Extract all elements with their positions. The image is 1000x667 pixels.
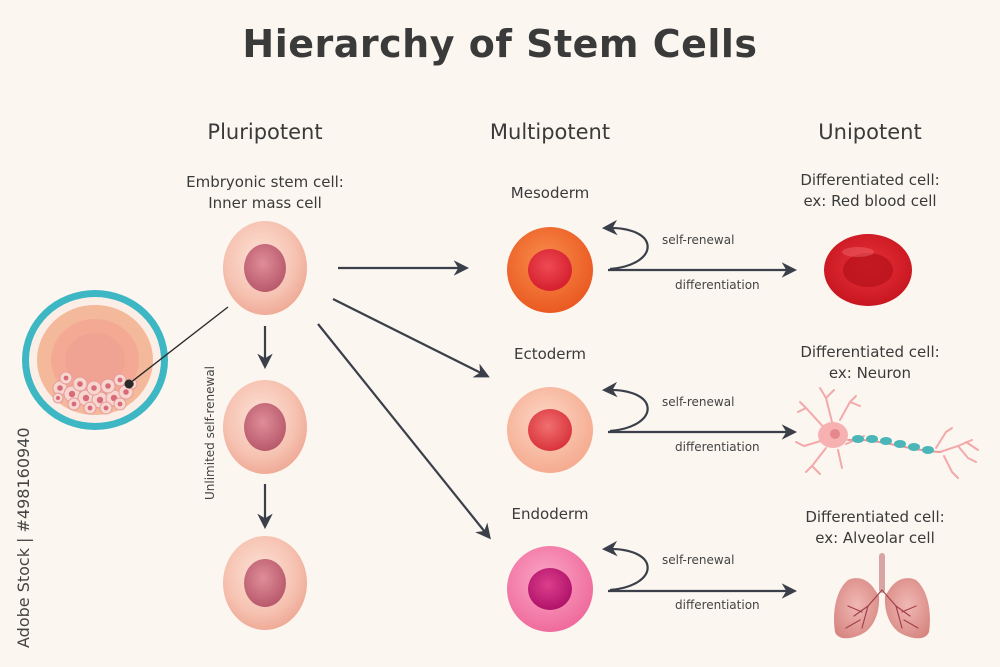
endoderm-arrows (601, 540, 798, 599)
column-heading-multipotent: Multipotent (489, 120, 611, 144)
unlimited-self-renewal-label: Unlimited self-renewal (203, 365, 217, 500)
arrow-to-ectoderm (332, 298, 490, 378)
lungs-icon (834, 553, 930, 639)
neuron-description-line1: Differentiated cell: (800, 343, 940, 361)
column-heading-unipotent: Unipotent (818, 120, 922, 144)
mesoderm-differentiation-label: differentiation (675, 278, 760, 292)
inner-cell-mass-nucleus (91, 385, 97, 391)
inner-cell-mass-nucleus (68, 390, 76, 398)
stock-watermark: Adobe Stock | #498160940 (14, 427, 33, 648)
germ-layer-label-mesoderm: Mesoderm (510, 184, 590, 202)
differentiated-cell-description-rbc: Differentiated cell: ex: Red blood cell (770, 170, 970, 212)
blastocyst-core (65, 333, 125, 387)
myelin-segment (908, 443, 920, 451)
myelin-segment (880, 437, 892, 445)
mesoderm-cell (507, 227, 593, 313)
inner-cell-mass-nucleus (117, 401, 123, 407)
inner-cell-mass-nucleus (123, 389, 129, 395)
neuron-myelin (852, 435, 934, 454)
endoderm-differentiation-label: differentiation (675, 598, 760, 612)
inner-cell-mass-nucleus (96, 396, 104, 404)
inner-cell-mass-nucleus (77, 381, 83, 387)
inner-cell-mass-nucleus (117, 377, 123, 383)
inner-cell-mass-nucleus (105, 383, 111, 389)
inner-cell-mass-nucleus (63, 375, 69, 381)
ectoderm-self-renewal-arrow (601, 381, 649, 433)
diagram-title: Hierarchy of Stem Cells (242, 22, 758, 66)
myelin-segment (894, 440, 906, 448)
myelin-segment (866, 435, 878, 443)
pluripotent-stem-cell-top (223, 221, 307, 315)
neuron-description-line2: ex: Neuron (828, 364, 912, 382)
arrow-to-endoderm (317, 323, 491, 540)
pluripotent-description: Embryonic stem cell: Inner mass cell (165, 172, 365, 214)
differentiated-cell-description-alveolar: Differentiated cell: ex: Alveolar cell (775, 507, 975, 549)
germ-layer-label-ectoderm: Ectoderm (513, 345, 587, 363)
ectoderm-cell (507, 387, 593, 473)
mesoderm-self-renewal-label: self-renewal (662, 233, 735, 247)
inner-cell-mass-nucleus (56, 396, 60, 400)
blastocyst-illustration (22, 290, 168, 430)
red-blood-cell-icon (824, 234, 912, 306)
mesoderm-self-renewal-arrow (601, 219, 649, 271)
myelin-segment (922, 446, 934, 454)
inner-cell-mass-nucleus (71, 401, 77, 407)
pluripotent-stem-cell-middle (223, 380, 307, 474)
inner-cell-mass-nucleus (57, 385, 63, 391)
pluripotent-description-line2: Inner mass cell (208, 194, 322, 212)
rbc-description-line1: Differentiated cell: (800, 171, 940, 189)
inner-cell-mass-nucleus (87, 405, 93, 411)
ectoderm-self-renewal-label: self-renewal (662, 395, 735, 409)
column-heading-pluripotent: Pluripotent (207, 120, 323, 144)
ectoderm-differentiation-label: differentiation (675, 440, 760, 454)
inner-cell-mass-nucleus (103, 405, 109, 411)
myelin-segment (852, 435, 864, 443)
endoderm-cell (507, 546, 593, 632)
mesoderm-arrows (601, 219, 798, 278)
alveolar-description-line2: ex: Alveolar cell (815, 529, 935, 547)
germ-layer-label-endoderm: Endoderm (511, 505, 589, 523)
pointer-line (129, 306, 229, 384)
endoderm-self-renewal-arrow (601, 540, 649, 592)
inner-cell-mass-nucleus (82, 394, 90, 402)
rbc-description-line2: ex: Red blood cell (803, 192, 937, 210)
endoderm-self-renewal-label: self-renewal (662, 553, 735, 567)
alveolar-description-line1: Differentiated cell: (805, 508, 945, 526)
ectoderm-arrows (601, 381, 798, 440)
pointer-dot (124, 379, 134, 389)
pluripotent-description-line1: Embryonic stem cell: (186, 173, 344, 191)
neuron-icon (795, 387, 979, 479)
differentiated-cell-description-neuron: Differentiated cell: ex: Neuron (770, 342, 970, 384)
pluripotent-stem-cell-bottom (223, 536, 307, 630)
